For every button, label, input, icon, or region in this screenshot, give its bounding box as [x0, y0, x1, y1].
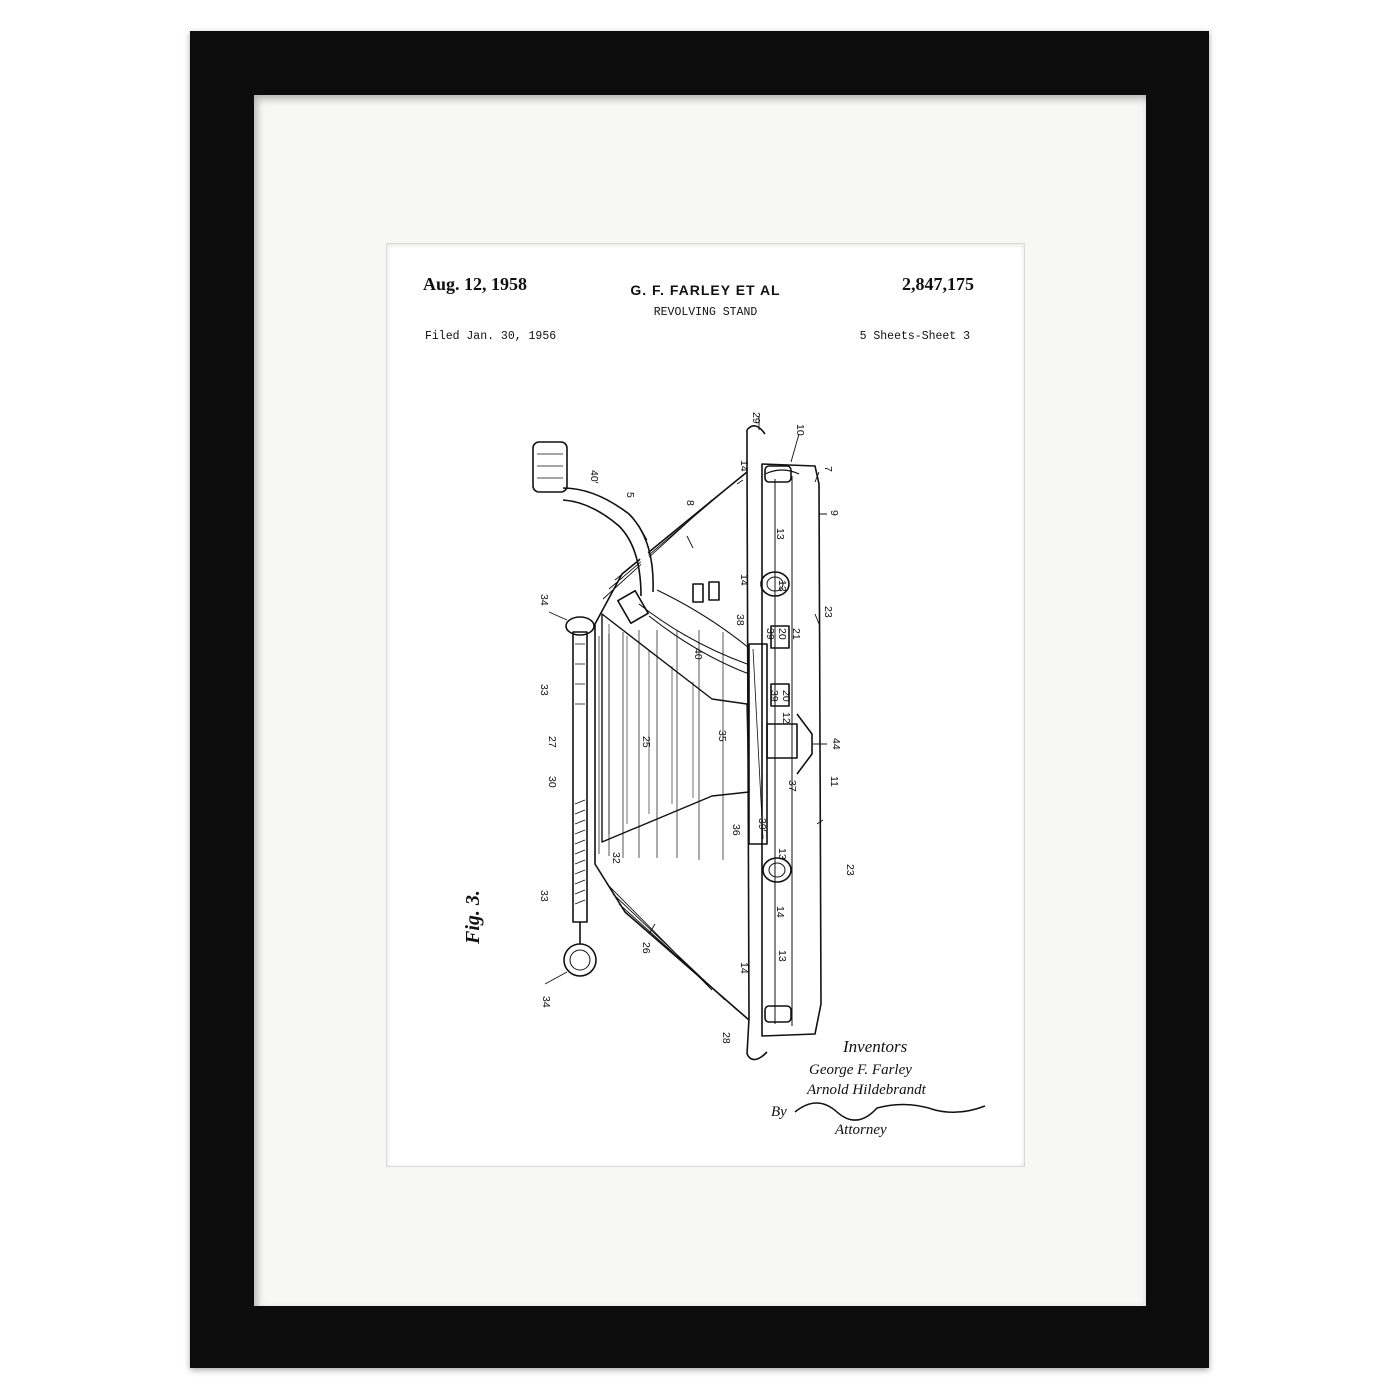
ref-13-a: 13 [774, 528, 786, 540]
leader-lines [544, 416, 827, 985]
ref-28: 28 [720, 1032, 732, 1044]
ref-39-b: 39 [768, 690, 780, 702]
tray-inner-lines [774, 476, 793, 1026]
ref-32: 32 [610, 852, 622, 864]
socket-bottom-inner [768, 862, 786, 878]
plug [532, 441, 568, 493]
eye-hook-34 [563, 943, 597, 977]
ref-40-prime: 40' [588, 470, 600, 484]
socket-top [760, 571, 790, 597]
socket-bottom [762, 857, 792, 883]
signature-name-2: Arnold Hildebrandt [806, 1082, 927, 1098]
shell-hatching-top [602, 479, 738, 600]
figure-label: Fig. 3. [462, 890, 484, 945]
switch-block-upper [770, 625, 790, 649]
ref-14-a: 14 [738, 460, 750, 472]
switch-block-lower [770, 683, 790, 707]
top-wheel-cap [764, 469, 800, 475]
hub-cap [796, 713, 813, 775]
ref-34-a: 34 [538, 594, 550, 606]
socket-top-inner [766, 576, 784, 592]
ref-7: 7 [822, 466, 834, 472]
ref-38: 38 [734, 614, 746, 626]
ref-14-d: 14 [738, 962, 750, 974]
ref-39-prime: 39' [756, 818, 768, 832]
wire-clamp [617, 589, 649, 625]
ref-8: 8 [684, 500, 696, 506]
ref-13-d: 13 [776, 950, 788, 962]
ref-30: 30 [546, 776, 558, 788]
patent-number: 2,847,175 [902, 274, 974, 294]
connector-b [708, 581, 720, 601]
rod-thread [574, 799, 586, 905]
funnel-shading [608, 624, 694, 834]
ref-20-a: 20 [776, 628, 788, 640]
patent-inventors: G. F. FARLEY ET AL [630, 282, 781, 298]
cord-edge-a [562, 487, 654, 593]
support-rod [572, 631, 588, 923]
ref-25: 25 [640, 736, 652, 748]
bottom-caster [764, 1005, 792, 1023]
top-clip-29 [746, 425, 766, 435]
ref-12: 12 [780, 712, 792, 724]
ref-26: 26 [640, 942, 652, 954]
bottom-clip-28 [746, 1051, 768, 1061]
cord-fill [554, 487, 652, 593]
ref-11: 11 [828, 776, 840, 787]
patent-date: Aug. 12, 1958 [423, 274, 528, 294]
patent-title: REVOLVING STAND [653, 306, 758, 319]
eye-hook-inner [569, 949, 591, 971]
cord-edge-b [562, 499, 642, 597]
signature-name-1: George F. Farley [809, 1062, 912, 1078]
ref-39-a: 39 [764, 628, 776, 640]
ref-14-c: 14 [774, 906, 786, 918]
ref-37: 37 [786, 780, 798, 792]
ref-23-a: 23 [822, 606, 834, 618]
patent-filed-date: Filed Jan. 30, 1956 [425, 330, 557, 343]
revolving-stand-drawing: 29 10 7 9 40' 5 8 14 13 14 13 23 34 38 3… [462, 412, 986, 1138]
top-caster [764, 465, 792, 483]
inner-funnel [601, 613, 750, 843]
ref-14-b: 14 [738, 574, 750, 586]
rod-slot [575, 643, 585, 705]
ref-29: 29 [750, 412, 762, 424]
signature-attorney: Attorney [834, 1122, 887, 1138]
ref-33-a: 33 [538, 684, 550, 696]
attorney-signature-scrawl [794, 1102, 986, 1121]
ref-44: 44 [830, 738, 842, 750]
ref-20-b: 20 [780, 690, 792, 702]
ref-23-b: 23 [844, 864, 856, 876]
signature-heading: Inventors [842, 1037, 908, 1056]
ref-9: 9 [828, 510, 840, 516]
hub-bearing [766, 723, 798, 759]
ref-21: 21 [790, 628, 802, 640]
ref-10: 10 [794, 424, 806, 436]
base-tray [761, 463, 822, 1037]
patent-print: Aug. 12, 1958 G. F. FARLEY ET AL REVOLVI… [387, 244, 1024, 1166]
connector-a [692, 583, 704, 603]
top-eye-34 [565, 616, 595, 636]
ref-40: 40 [692, 648, 704, 660]
ref-13-c: 13 [776, 848, 788, 860]
ref-36: 36 [730, 824, 742, 836]
ref-35: 35 [716, 730, 728, 742]
ref-34-b: 34 [540, 996, 552, 1008]
hub-hatch [752, 648, 764, 840]
patent-sheet-count: 5 Sheets-Sheet 3 [859, 330, 970, 343]
shell-ribs [598, 630, 724, 860]
shell-hatching-bottom [606, 883, 738, 1011]
ref-27: 27 [546, 736, 558, 748]
signature-by: By [771, 1104, 787, 1120]
plug-ribs [537, 453, 563, 479]
wires-40 [638, 589, 750, 675]
ref-5: 5 [624, 492, 636, 498]
ref-33-b: 33 [538, 890, 550, 902]
ref-13-b: 13 [776, 580, 788, 592]
